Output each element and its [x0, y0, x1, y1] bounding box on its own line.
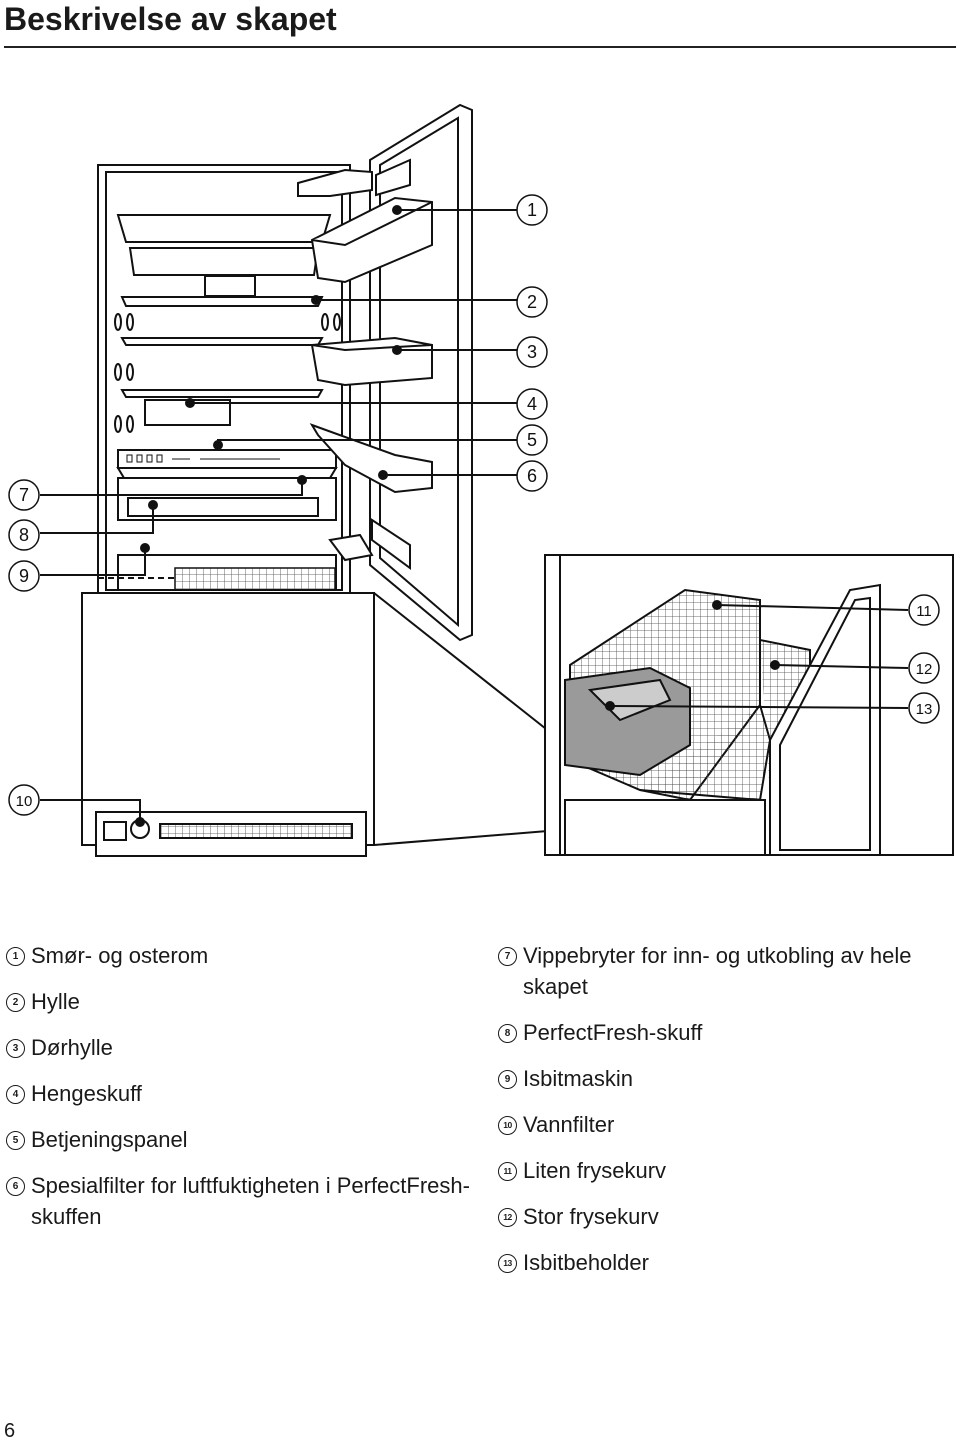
svg-text:10: 10	[16, 793, 33, 810]
callout-9: 9	[8, 560, 40, 592]
legend-item: 3 Dørhylle	[6, 1032, 476, 1063]
legend-number: 2	[6, 993, 25, 1012]
legend-item: 6 Spesialfilter for luftfuktigheten i Pe…	[6, 1170, 476, 1232]
legend-item: 8 PerfectFresh-skuff	[498, 1017, 948, 1048]
legend-number: 4	[6, 1085, 25, 1104]
legend-text: Dørhylle	[31, 1035, 113, 1060]
legend-number: 1	[6, 947, 25, 966]
callout-7: 7	[8, 479, 40, 511]
legend-number: 9	[498, 1070, 517, 1089]
legend-number: 6	[6, 1177, 25, 1196]
svg-text:3: 3	[527, 342, 537, 362]
legend-item: 13 Isbitbeholder	[498, 1247, 948, 1278]
svg-text:7: 7	[19, 485, 29, 505]
callout-6: 6	[516, 460, 548, 492]
callout-2: 2	[516, 286, 548, 318]
legend-text: Hylle	[31, 989, 80, 1014]
legend-number: 7	[498, 947, 517, 966]
legend-item: 4 Hengeskuff	[6, 1078, 476, 1109]
legend-text: Vippebryter for inn- og utkobling av hel…	[523, 943, 912, 999]
legend-number: 5	[6, 1131, 25, 1150]
legend-text: Liten frysekurv	[523, 1158, 667, 1183]
legend-item: 12 Stor frysekurv	[498, 1201, 948, 1232]
legend-number: 3	[6, 1039, 25, 1058]
legend-text: Isbitbeholder	[523, 1250, 649, 1275]
callout-badges: 1 2 3 4 5 6 7 8 9 10 11 12 13	[8, 194, 940, 816]
legend-text: Betjeningspanel	[31, 1127, 188, 1152]
callout-4: 4	[516, 388, 548, 420]
svg-text:1: 1	[527, 200, 537, 220]
legend-text: PerfectFresh-skuff	[523, 1020, 703, 1045]
callout-1: 1	[516, 194, 548, 226]
legend-number: 10	[498, 1116, 517, 1135]
fridge-cabinet	[97, 164, 351, 596]
callout-13: 13	[908, 692, 940, 724]
page-title: Beskrivelse av skapet	[4, 1, 337, 37]
legend-text: Stor frysekurv	[523, 1204, 659, 1229]
svg-text:6: 6	[527, 466, 537, 486]
callout-8: 8	[8, 519, 40, 551]
legend-number: 12	[498, 1208, 517, 1227]
svg-text:4: 4	[527, 394, 537, 414]
legend-item: 7 Vippebryter for inn- og utkobling av h…	[498, 940, 948, 1002]
legend-number: 11	[498, 1162, 517, 1181]
legend-number: 8	[498, 1024, 517, 1043]
appliance-illustration: 1 2 3 4 5 6 7 8 9 10 11 12 13	[8, 103, 954, 857]
callout-leaders	[40, 205, 909, 827]
freezer-drawer	[81, 592, 561, 857]
legend-right: 7 Vippebryter for inn- og utkobling av h…	[498, 940, 948, 1293]
legend-text: Isbitmaskin	[523, 1066, 634, 1091]
legend-text: Hengeskuff	[31, 1081, 142, 1106]
legend-text: Smør- og osterom	[31, 943, 209, 968]
ice-maker-grid	[174, 567, 336, 591]
legend-item: 1 Smør- og osterom	[6, 940, 476, 971]
legend-item: 10 Vannfilter	[498, 1109, 948, 1140]
callout-5: 5	[516, 424, 548, 456]
svg-text:8: 8	[19, 525, 29, 545]
legend-text: Vannfilter	[523, 1112, 615, 1137]
legend-number: 13	[498, 1254, 517, 1273]
callout-3: 3	[516, 336, 548, 368]
svg-text:9: 9	[19, 566, 29, 586]
legend-item: 11 Liten frysekurv	[498, 1155, 948, 1186]
svg-text:13: 13	[916, 701, 933, 718]
legend-item: 5 Betjeningspanel	[6, 1124, 476, 1155]
svg-text:2: 2	[527, 292, 537, 312]
svg-text:11: 11	[916, 603, 932, 620]
legend-item: 2 Hylle	[6, 986, 476, 1017]
control-panel-marks	[126, 454, 280, 463]
legend-left: 1 Smør- og osterom 2 Hylle 3 Dørhylle 4 …	[6, 940, 476, 1247]
fridge-door	[297, 103, 473, 642]
callout-10: 10	[8, 784, 40, 816]
svg-text:12: 12	[916, 661, 933, 678]
callout-12: 12	[908, 652, 940, 684]
svg-text:5: 5	[527, 430, 537, 450]
legend-text: Spesialfilter for luftfuktigheten i Perf…	[31, 1173, 470, 1229]
legend-item: 9 Isbitmaskin	[498, 1063, 948, 1094]
callout-11: 11	[908, 594, 940, 626]
page-number: 6	[4, 1420, 16, 1442]
title-rule	[4, 46, 956, 48]
